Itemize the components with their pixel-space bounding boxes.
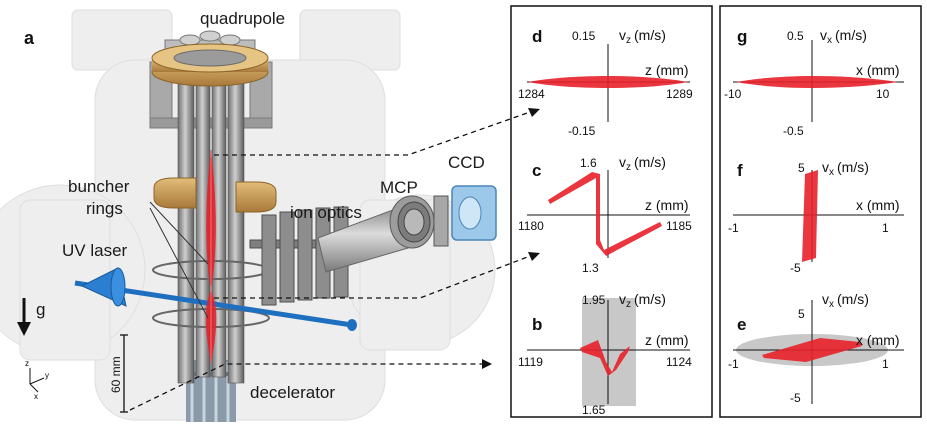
- panel-letter: c: [532, 161, 541, 180]
- x-tick-right: 1289: [666, 87, 693, 101]
- x-tick-left: 1284: [518, 87, 545, 101]
- axis-z-label: z: [25, 359, 29, 368]
- v-axis-label: vz(m/s): [619, 291, 666, 310]
- quadrupole-ring: [151, 43, 269, 87]
- x-tick-right: 1185: [666, 219, 692, 233]
- panel-letter: f: [737, 161, 743, 180]
- phase-space-plot-b: b 1.95 1.65 1119 1124 z (mm) vz(m/s): [518, 291, 692, 417]
- panel-letter: e: [737, 315, 746, 334]
- x-tick-left: -10: [724, 87, 742, 101]
- decelerator-label: decelerator: [250, 383, 335, 402]
- connector-arrowheads: [482, 108, 540, 369]
- x-axis-label: z (mm): [645, 197, 689, 213]
- v-axis-label: vx(m/s): [822, 291, 869, 310]
- x-tick-right: 1124: [666, 355, 692, 369]
- x-tick-right: 1: [882, 357, 889, 371]
- y-tick-top: 0.15: [572, 29, 596, 43]
- v-axis-label: vx(m/s): [820, 27, 867, 46]
- phase-space-plot-c: c 1.6 1.3 1180 1185 z (mm) vz(m/s): [518, 154, 692, 275]
- panel-letter: b: [532, 315, 542, 334]
- particle-distribution: [580, 340, 630, 376]
- y-tick-bottom: 1.65: [582, 403, 606, 417]
- y-tick-bottom: 1.3: [582, 261, 599, 275]
- y-tick-top: 5: [798, 307, 805, 321]
- v-axis-label: vz(m/s): [619, 27, 666, 46]
- x-axis-label: x (mm): [856, 197, 900, 213]
- v-axis-label: vz(m/s): [619, 154, 666, 173]
- detector-arm: [317, 185, 497, 273]
- gravity-label: g: [36, 300, 45, 319]
- ion-optics-label: ion optics: [290, 203, 362, 222]
- buncher-brass: [153, 177, 277, 213]
- particle-distribution: [736, 76, 898, 88]
- frame-z-panels: [510, 5, 713, 418]
- connector-arrows: [129, 111, 531, 411]
- x-tick-left: 1119: [518, 355, 543, 369]
- y-tick-bottom: -0.5: [783, 124, 804, 138]
- panel-letter: g: [737, 27, 747, 46]
- y-tick-top: 0.5: [787, 29, 804, 43]
- x-axis-label: x (mm): [856, 62, 900, 78]
- y-tick-bottom: -0.15: [568, 124, 596, 138]
- gravity-arrow-icon: [17, 298, 31, 336]
- x-axis-label: z (mm): [645, 62, 689, 78]
- y-tick-bottom: -5: [790, 391, 801, 405]
- buncher-pointer-lines: [149, 201, 209, 319]
- x-tick-right: 10: [876, 87, 890, 101]
- panel-letter-a: a: [24, 28, 35, 48]
- phase-space-plot-d: d 0.15 -0.15 1284 1289 z (mm) vz(m/s): [518, 27, 693, 138]
- particle-distribution: [548, 172, 662, 256]
- phase-space-plot-f: f 5 -5 -1 1 x (mm) vx(m/s): [728, 159, 904, 275]
- y-tick-bottom: -5: [790, 261, 801, 275]
- axis-x-label: x: [34, 392, 38, 401]
- v-axis-label: vx(m/s): [822, 159, 869, 178]
- buncher-label-line1: buncher: [68, 177, 130, 196]
- axis-y-label: y: [45, 371, 49, 380]
- panel-letter: d: [532, 27, 542, 46]
- frame-x-panels: [719, 5, 922, 418]
- coordinate-axes-icon: [29, 368, 45, 393]
- particle-distribution: [802, 170, 818, 262]
- quadrupole-label: quadrupole: [200, 9, 285, 28]
- molecule-packet: [205, 150, 217, 364]
- x-axis-label: x (mm): [856, 332, 900, 348]
- phase-space-plot-g: g 0.5 -0.5 -10 10 x (mm) vx(m/s): [724, 27, 904, 138]
- x-tick-left: -1: [728, 357, 739, 371]
- scale-label: 60 mm: [109, 356, 123, 393]
- x-axis-label: z (mm): [645, 332, 689, 348]
- ccd-label: CCD: [448, 153, 485, 172]
- buncher-label-line2: rings: [86, 199, 123, 218]
- uv-laser-label: UV laser: [62, 241, 128, 260]
- phase-space-plot-e: e 5 -5 -1 1 x (mm) vx(m/s): [728, 291, 904, 405]
- x-tick-right: 1: [882, 221, 889, 235]
- x-tick-left: 1180: [518, 219, 544, 233]
- mcp-label: MCP: [380, 178, 418, 197]
- y-tick-top: 1.95: [582, 293, 606, 307]
- apparatus-panel: a quadrupole CCD MCP buncher rings ion o…: [0, 9, 540, 422]
- x-tick-left: -1: [728, 221, 739, 235]
- y-tick-top: 5: [798, 161, 805, 175]
- scale-bar: [120, 334, 128, 413]
- y-tick-top: 1.6: [580, 156, 597, 170]
- particle-distribution: [528, 76, 688, 88]
- particle-distribution: [762, 338, 862, 362]
